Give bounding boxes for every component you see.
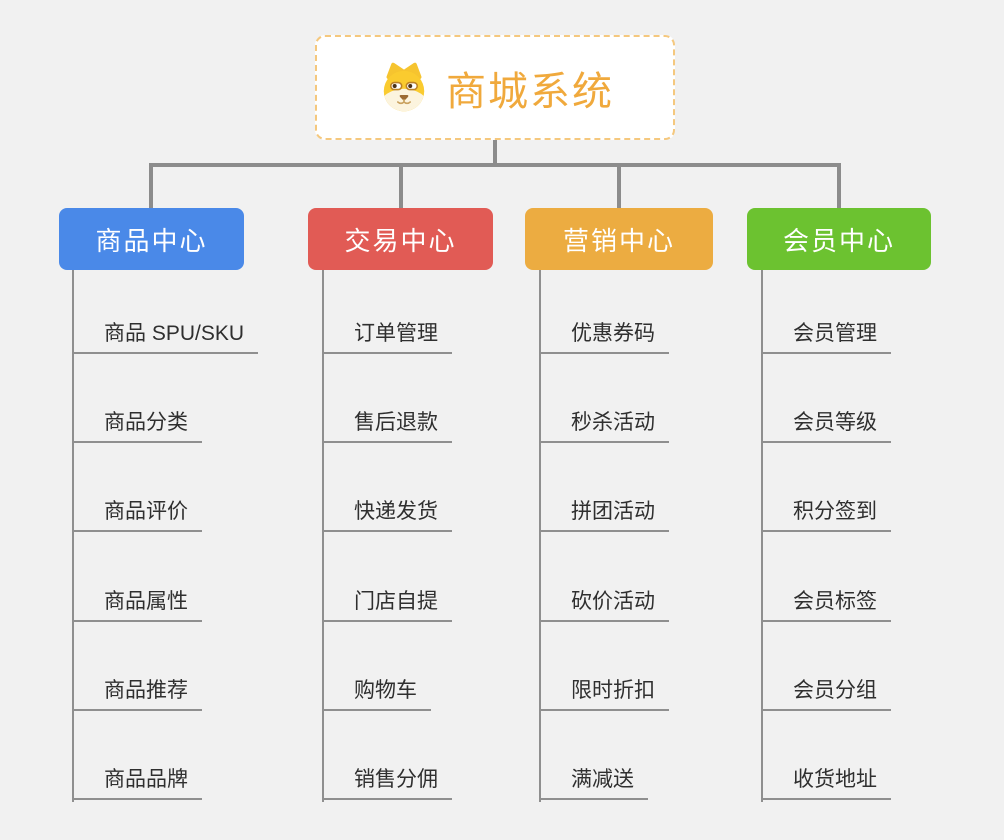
leaf-node[interactable]: 门店自提 (322, 589, 452, 622)
branch-label: 会员中心 (782, 225, 895, 256)
spine-member-center (761, 270, 763, 802)
leaf-node[interactable]: 订单管理 (322, 321, 452, 354)
leaf-node[interactable]: 砍价活动 (539, 589, 669, 622)
branch-label: 交易中心 (344, 225, 457, 256)
connector-drop-marketing (617, 163, 621, 210)
leaf-node[interactable]: 商品推荐 (72, 678, 202, 711)
spine-product-center (72, 270, 74, 802)
branch-label: 营销中心 (562, 225, 675, 256)
leaf-node[interactable]: 会员等级 (761, 410, 891, 443)
spine-marketing-center (539, 270, 541, 802)
connector-root-stem (493, 139, 497, 167)
leaf-node[interactable]: 快递发货 (322, 499, 452, 532)
leaf-node[interactable]: 积分签到 (761, 499, 891, 532)
leaf-node[interactable]: 商品分类 (72, 410, 202, 443)
leaf-node[interactable]: 秒杀活动 (539, 410, 669, 443)
connector-drop-member (837, 163, 841, 210)
leaf-node[interactable]: 会员管理 (761, 321, 891, 354)
connector-drop-product (149, 163, 153, 210)
branch-label: 商品中心 (95, 225, 208, 256)
leaf-node[interactable]: 会员标签 (761, 589, 891, 622)
leaf-node[interactable]: 商品属性 (72, 589, 202, 622)
root-node[interactable]: 商城系统 (315, 35, 675, 140)
leaf-node[interactable]: 会员分组 (761, 678, 891, 711)
branch-node-member-center[interactable]: 会员中心 (747, 208, 931, 270)
leaf-node[interactable]: 满减送 (539, 767, 648, 800)
leaf-node[interactable]: 商品品牌 (72, 767, 202, 800)
root-title: 商城系统 (446, 69, 614, 114)
leaf-node[interactable]: 商品评价 (72, 499, 202, 532)
leaf-node[interactable]: 优惠券码 (539, 321, 669, 354)
dog-face-icon (383, 62, 425, 111)
connector-bus (149, 163, 841, 167)
leaf-node[interactable]: 商品 SPU/SKU (72, 321, 259, 354)
leaf-node[interactable]: 拼团活动 (539, 499, 669, 532)
branch-node-trade-center[interactable]: 交易中心 (308, 208, 493, 270)
leaf-node[interactable]: 销售分佣 (322, 767, 452, 800)
leaf-node[interactable]: 购物车 (322, 678, 431, 711)
leaf-node[interactable]: 售后退款 (322, 410, 452, 443)
branch-node-marketing-center[interactable]: 营销中心 (525, 208, 713, 270)
leaf-node[interactable]: 收货地址 (761, 767, 891, 800)
leaf-node[interactable]: 限时折扣 (539, 678, 669, 711)
branch-node-product-center[interactable]: 商品中心 (59, 208, 244, 270)
connector-drop-trade (399, 163, 403, 210)
spine-trade-center (322, 270, 324, 802)
